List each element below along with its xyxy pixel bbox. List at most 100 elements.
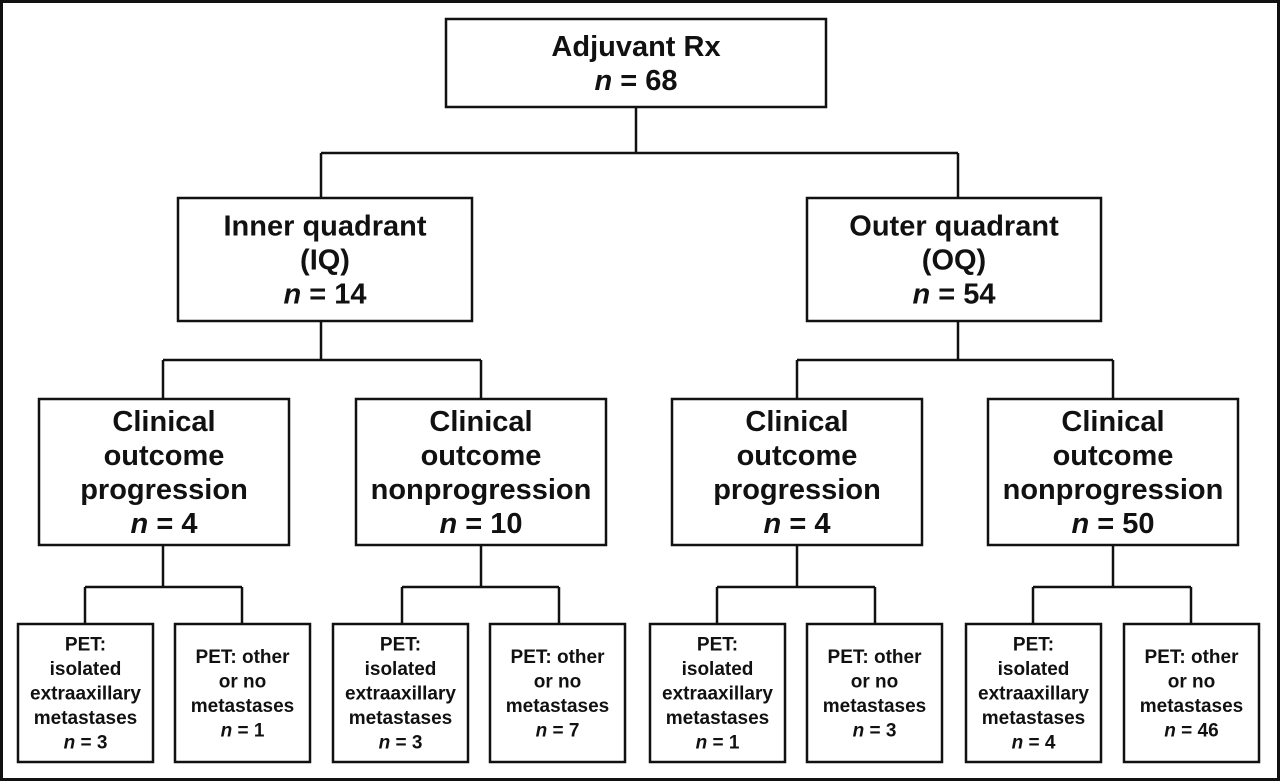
node-oq: Outer quadrant(OQ)n = 54 <box>805 196 1103 323</box>
node-label-line: metastases <box>666 708 770 729</box>
n-symbol: n <box>764 508 782 540</box>
node-label-line: isolated <box>998 659 1070 680</box>
n-value: = 3 <box>75 733 107 754</box>
n-symbol: n <box>536 720 548 741</box>
node-label-line: progression <box>713 474 881 506</box>
node-box <box>37 397 291 547</box>
node-label-line: Clinical <box>745 406 848 438</box>
n-value: = 4 <box>781 508 830 540</box>
node-box <box>805 196 1103 323</box>
n-symbol: n <box>131 508 149 540</box>
node-count: n = 68 <box>594 65 677 97</box>
node-count: n = 54 <box>912 279 995 311</box>
node-box <box>964 622 1103 764</box>
node-label-line: PET: other <box>1145 647 1240 668</box>
node-label-line: PET: other <box>511 647 606 668</box>
node-label-line: (IQ) <box>300 245 350 277</box>
n-symbol: n <box>64 733 76 754</box>
node-label-line: isolated <box>50 659 122 680</box>
node-label-line: nonprogression <box>1003 474 1224 506</box>
node-label-line: outcome <box>737 440 858 472</box>
node-count: n = 10 <box>439 508 522 540</box>
n-value: = 7 <box>547 720 579 741</box>
node-label-line: outcome <box>421 440 542 472</box>
node-label-line: metastases <box>1140 696 1244 717</box>
node-label-line: or no <box>534 671 582 692</box>
node-label-line: outcome <box>104 440 225 472</box>
n-value: = 1 <box>707 733 740 754</box>
node-iq-nonprog-other: PET: other or no metastases n = 7 <box>488 622 627 764</box>
node-label-line: PET: other <box>196 647 291 668</box>
node-box <box>488 622 627 764</box>
node-count: n = 4 <box>1012 733 1056 754</box>
node-box <box>354 397 608 547</box>
n-symbol: n <box>439 508 457 540</box>
n-value: = 10 <box>457 508 522 540</box>
node-label-line: Clinical <box>1061 406 1164 438</box>
node-label-line: Outer quadrant <box>849 211 1059 243</box>
node-iq-nonprog-iso: PET: isolated extraaxillary metastases n = 3 <box>331 622 470 764</box>
node-count: n = 7 <box>536 720 580 741</box>
node-root: Adjuvant Rxn = 68 <box>444 17 828 109</box>
node-box <box>331 622 470 764</box>
node-label-line: Clinical <box>429 406 532 438</box>
node-label-line: metastases <box>982 708 1086 729</box>
n-value: = 68 <box>612 65 677 97</box>
node-label-line: PET: <box>380 635 421 656</box>
n-value: = 4 <box>148 508 197 540</box>
node-label-line: PET: <box>697 635 738 656</box>
node-label-line: (OQ) <box>922 245 986 277</box>
n-symbol: n <box>1071 508 1089 540</box>
node-iq: Inner quadrant(IQ)n = 14 <box>176 196 474 323</box>
n-value: = 50 <box>1089 508 1154 540</box>
node-count: n = 4 <box>764 508 831 540</box>
n-symbol: n <box>696 733 708 754</box>
node-count: n = 4 <box>131 508 198 540</box>
node-box <box>986 397 1240 547</box>
node-label-line: metastases <box>34 708 138 729</box>
node-label-line: isolated <box>365 659 437 680</box>
n-symbol: n <box>1012 733 1024 754</box>
node-count: n = 3 <box>379 733 423 754</box>
node-count: n = 3 <box>64 733 108 754</box>
n-value: = 3 <box>390 733 422 754</box>
n-value: = 4 <box>1023 733 1056 754</box>
n-symbol: n <box>853 720 865 741</box>
node-label-line: extraaxillary <box>345 684 456 705</box>
n-value: = 14 <box>301 279 366 311</box>
node-label-line: metastases <box>349 708 453 729</box>
node-count: n = 3 <box>853 720 897 741</box>
n-symbol: n <box>379 733 391 754</box>
node-label-line: extraaxillary <box>662 684 773 705</box>
node-label-line: extraaxillary <box>978 684 1089 705</box>
node-box <box>173 622 312 764</box>
node-oq-prog-iso: PET: isolated extraaxillary metastases n = 1 <box>648 622 787 764</box>
node-label-line: extraaxillary <box>30 684 141 705</box>
node-label-line: PET: <box>1013 635 1054 656</box>
node-box <box>648 622 787 764</box>
node-label-line: PET: other <box>828 647 923 668</box>
node-box <box>805 622 944 764</box>
node-label-line: metastases <box>506 696 610 717</box>
node-box <box>670 397 924 547</box>
node-count: n = 1 <box>221 720 265 741</box>
node-box <box>176 196 474 323</box>
n-value: = 3 <box>864 720 896 741</box>
node-label-line: nonprogression <box>371 474 592 506</box>
node-label-line: Inner quadrant <box>223 211 426 243</box>
node-label-line: isolated <box>682 659 754 680</box>
node-label-line: metastases <box>823 696 927 717</box>
node-count: n = 50 <box>1071 508 1154 540</box>
n-value: = 46 <box>1176 720 1219 741</box>
node-oq-nonprog-iso: PET: isolated extraaxillary metastases n = 4 <box>964 622 1103 764</box>
node-count: n = 14 <box>283 279 366 311</box>
